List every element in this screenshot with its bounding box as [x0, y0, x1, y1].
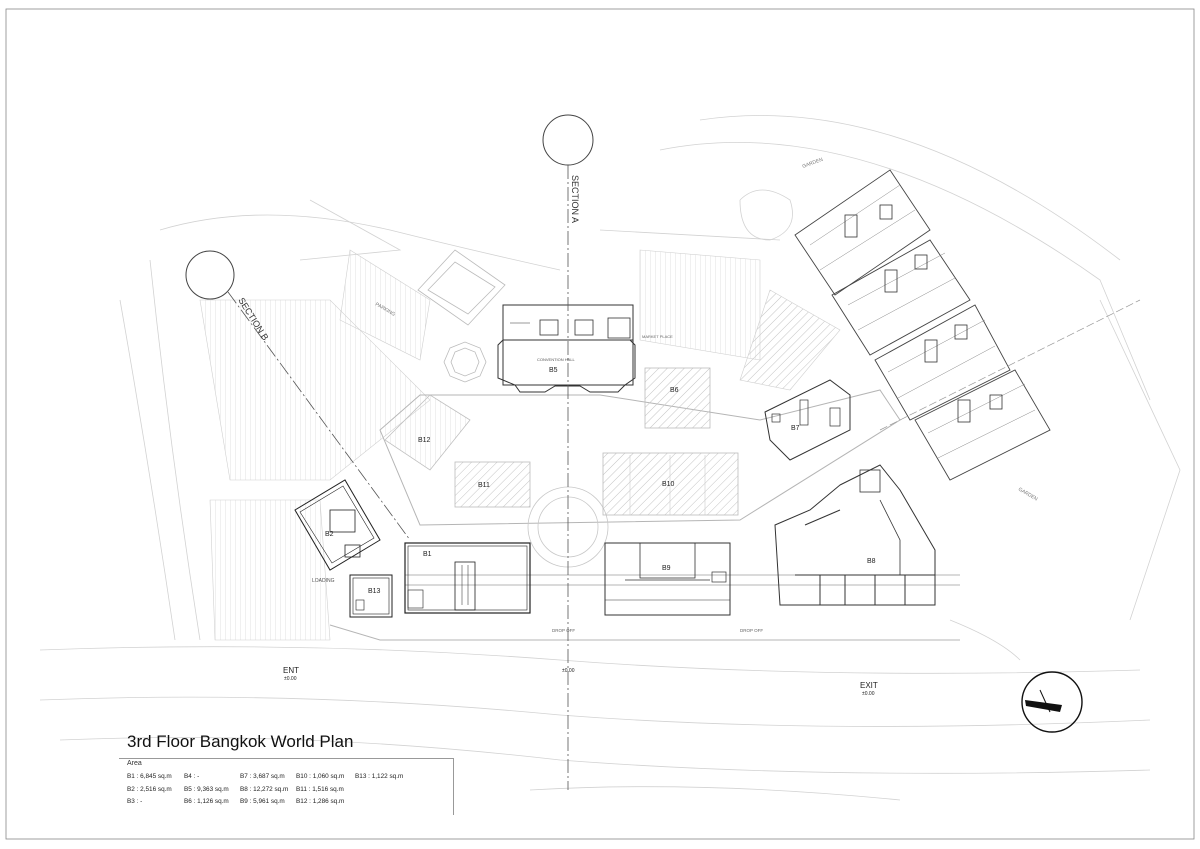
area-cell: B8 : 12,272 sq.m [240, 786, 289, 793]
label-center-level: ±0.00 [562, 668, 575, 674]
building-b11 [454, 461, 531, 508]
label-b5-hall: CONVENTION HALL [537, 357, 576, 362]
building-b5 [497, 304, 636, 393]
site-diagonal-line [879, 299, 1141, 431]
label-b5: B5 [549, 367, 558, 374]
area-cell: B5 : 9,363 sq.m [184, 786, 229, 793]
area-cell: B11 : 1,516 sq.m [296, 786, 344, 793]
site-context-lines [39, 115, 1181, 801]
pavilion [443, 341, 487, 383]
area-cell: B2 : 2,516 sq.m [127, 786, 172, 793]
area-cell: B3 : - [127, 798, 143, 805]
label-b6: B6 [670, 387, 679, 394]
label-market: MARKET PLACE [642, 334, 673, 339]
area-table-frame [119, 758, 454, 815]
area-cell: B13 : 1,122 sq.m [355, 773, 404, 780]
building-b8 [774, 464, 936, 606]
building-b6 [644, 367, 711, 429]
section-a-marker [542, 114, 594, 790]
label-b9: B9 [662, 565, 671, 572]
area-cell: B10 : 1,060 sq.m [296, 773, 345, 780]
building-top-square [417, 249, 506, 326]
building-b2 [294, 479, 381, 571]
page-title: 3rd Floor Bangkok World Plan [127, 732, 354, 751]
label-drop-off-2: DROP OFF [740, 628, 763, 633]
label-b7: B7 [791, 425, 800, 432]
building-b13 [349, 574, 393, 618]
label-exit: EXIT [860, 681, 878, 690]
label-loading: LOADING [312, 578, 335, 584]
area-cell: B9 : 5,961 sq.m [240, 798, 285, 805]
section-b-marker [185, 250, 411, 541]
label-ent: ENT [283, 666, 299, 675]
building-b10 [602, 452, 739, 516]
area-cell: B1 : 6,845 sq.m [127, 773, 172, 780]
north-arrow-icon [1021, 671, 1083, 733]
area-cell: B4 : - [184, 773, 200, 780]
label-b10: B10 [662, 481, 675, 488]
label-b12: B12 [418, 437, 431, 444]
label-b13: B13 [368, 588, 381, 595]
area-cell: B6 : 1,126 sq.m [184, 798, 229, 805]
label-drop-off-1: DROP OFF [552, 628, 575, 633]
area-cell: B7 : 3,687 sq.m [240, 773, 285, 780]
label-ent-level: ±0.00 [284, 676, 297, 682]
label-b8: B8 [867, 558, 876, 565]
label-b1: B1 [423, 551, 432, 558]
area-cell: B12 : 1,286 sq.m [296, 798, 345, 805]
building-b12 [384, 394, 471, 471]
building-b7 [764, 379, 851, 461]
building-b1 [404, 542, 531, 614]
label-section-a: SECTION A [570, 175, 580, 223]
label-b2: B2 [325, 531, 334, 538]
sheet-border [5, 8, 1195, 840]
parking-area-center [639, 249, 841, 391]
label-garden-right: GARDEN [1017, 487, 1039, 503]
parking-blocks-right [794, 169, 1051, 481]
label-exit-level: ±0.00 [862, 691, 875, 697]
building-b9 [604, 542, 731, 616]
label-garden-top: GARDEN [802, 157, 825, 170]
label-b11: B11 [478, 482, 490, 489]
parking-area-left [199, 249, 431, 641]
area-table-heading: Area [127, 760, 142, 767]
